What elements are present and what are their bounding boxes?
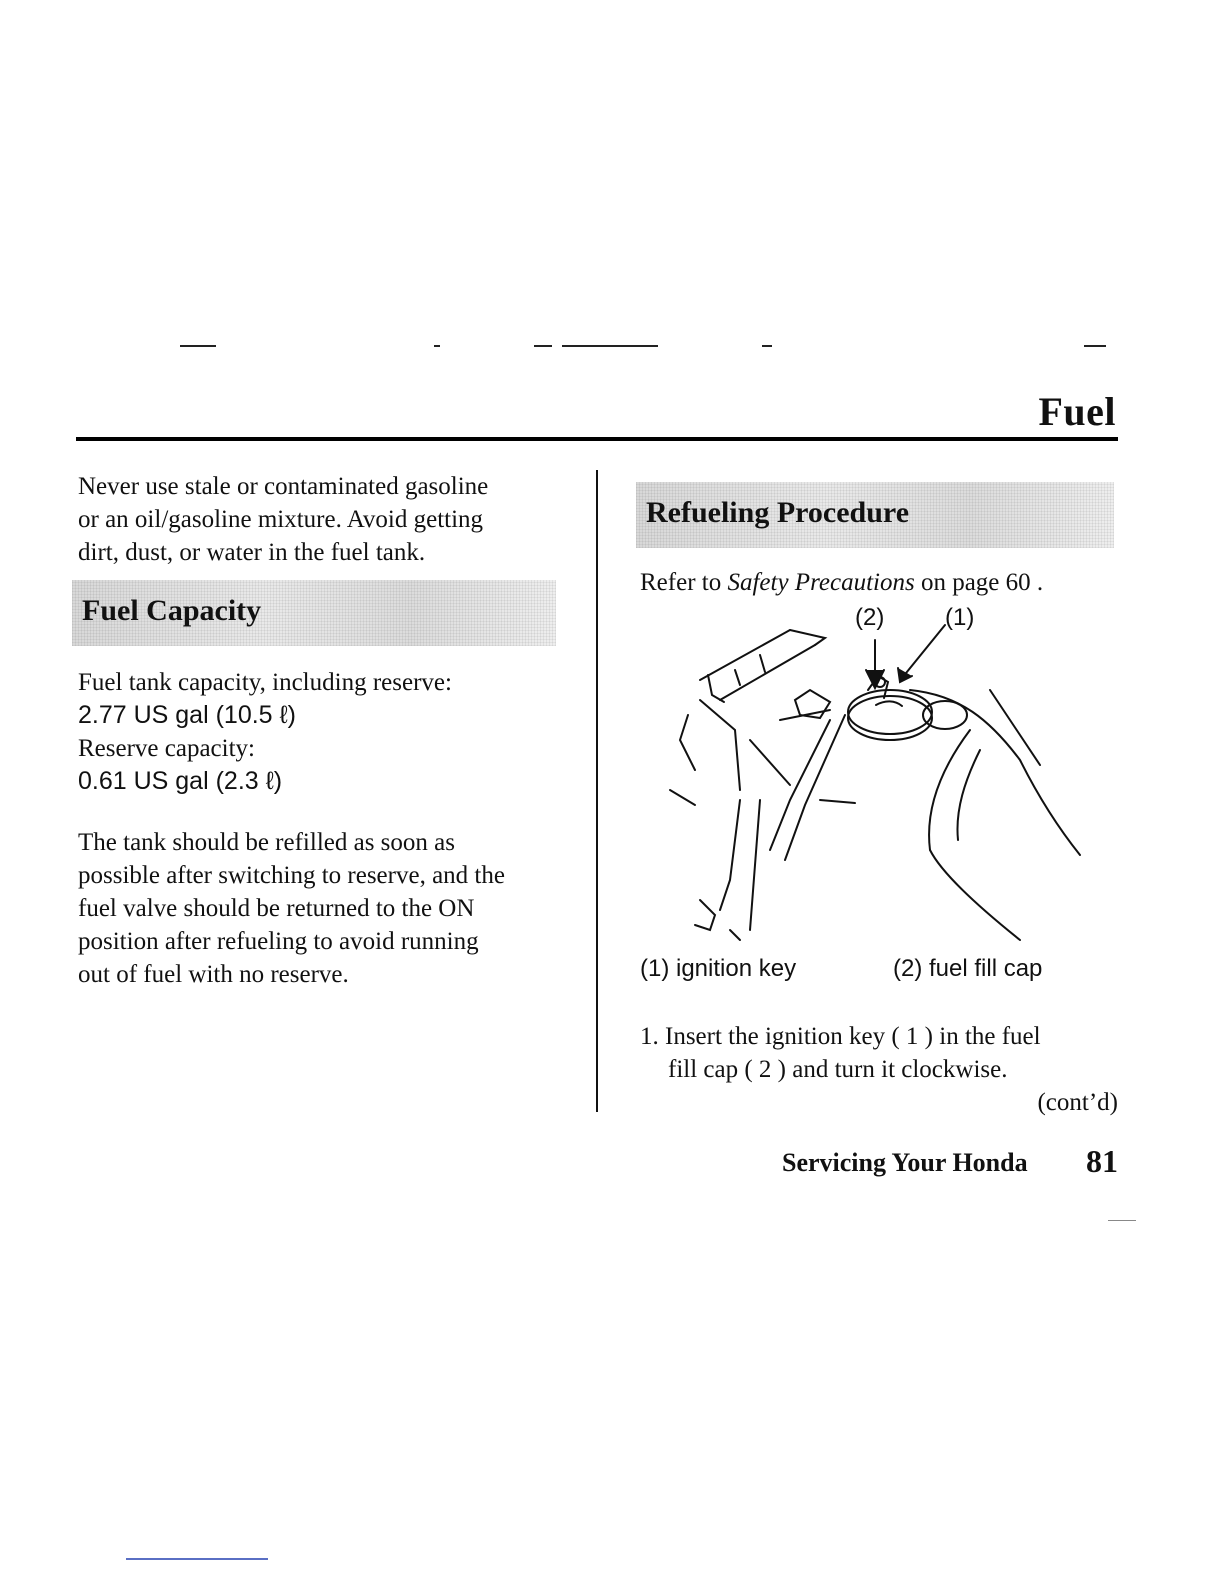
refueling-procedure-heading-band: Refueling Procedure xyxy=(636,482,1114,548)
stray-mark xyxy=(762,345,772,347)
header-rule xyxy=(76,437,1118,441)
stray-mark xyxy=(180,345,216,347)
fuel-capacity-heading-band: Fuel Capacity xyxy=(72,580,556,646)
capacity-value: 2.77 US gal (10.5 ℓ) xyxy=(78,701,296,729)
caption-fuel-fill-cap: (2) fuel fill cap xyxy=(893,955,1043,982)
callout-1-label: (1) xyxy=(945,604,975,631)
reserve-label: Reserve capacity: xyxy=(78,735,255,762)
capacity-specs: Fuel tank capacity, including reserve: 2… xyxy=(78,666,578,798)
refill-paragraph: The tank should be refilled as soon as p… xyxy=(78,829,505,988)
fuel-cap-illustration xyxy=(669,624,1081,941)
callout-2-label: (2) xyxy=(855,604,885,631)
stray-mark xyxy=(1084,345,1106,347)
refueling-procedure-heading: Refueling Procedure xyxy=(646,496,910,529)
step-1: 1. Insert the ignition key ( 1 ) in the … xyxy=(640,1023,1041,1083)
stray-mark xyxy=(562,345,658,347)
stray-mark xyxy=(534,345,552,347)
stray-mark xyxy=(126,1558,268,1560)
section-title: Fuel xyxy=(1038,389,1116,434)
safety-precautions-link: Safety Precautions xyxy=(727,569,915,596)
chapter-title: Servicing Your Honda xyxy=(782,1148,1028,1177)
intro-paragraph: Never use stale or contaminated gasoline… xyxy=(78,473,489,566)
page-number: 81 xyxy=(1086,1143,1118,1179)
capacity-label: Fuel tank capacity, including reserve: xyxy=(78,669,452,696)
safety-reference: Refer to Safety Precautions on page 60 . xyxy=(640,569,1044,596)
stray-mark xyxy=(1108,1220,1136,1221)
caption-ignition-key: (1) ignition key xyxy=(640,955,797,982)
column-divider xyxy=(596,470,598,1112)
reserve-value: 0.61 US gal (2.3 ℓ) xyxy=(78,767,283,795)
stray-mark xyxy=(434,345,440,347)
fuel-capacity-heading: Fuel Capacity xyxy=(82,594,262,627)
continued-label: (cont’d) xyxy=(1037,1089,1118,1116)
